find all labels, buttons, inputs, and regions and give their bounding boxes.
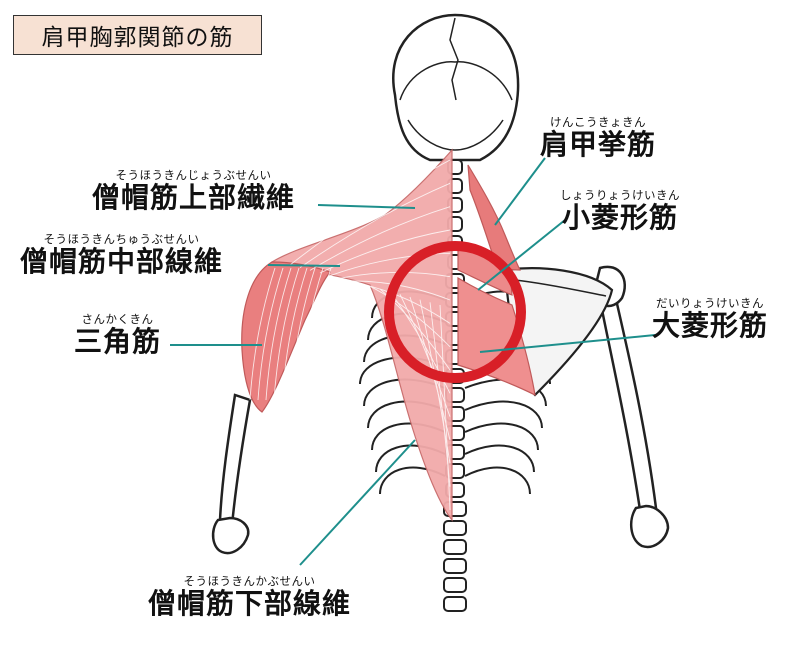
label-rhomboid-major: だいりょうけいきん 大菱形筋 [652, 296, 768, 342]
leader-levator-scapulae [494, 157, 546, 226]
skull [392, 13, 520, 162]
muscle-fibre [273, 267, 300, 401]
arm-bones [211, 265, 670, 555]
label-middle-trapezius: そうほうきんちゅうぶせんい 僧帽筋中部線維 [20, 232, 223, 278]
leader-lines [170, 157, 656, 566]
vertebra [443, 520, 467, 536]
muscle-fibre [349, 280, 451, 301]
text-rhomboid-major: 大菱形筋 [652, 309, 769, 342]
muscle-fibre [249, 267, 276, 401]
levator-scapulae-muscle [467, 164, 521, 271]
rib [464, 422, 539, 451]
ruby-deltoid: さんかくきん [81, 312, 154, 326]
ruby-lower-trapezius: そうほうきんかぶせんい [183, 574, 316, 588]
label-deltoid: さんかくきん 三角筋 [74, 312, 161, 358]
rib [464, 400, 543, 429]
muscle-fibre [339, 272, 451, 279]
label-rhomboid-minor: しょうりょうけいきん 小菱形筋 [560, 188, 680, 234]
muscle-fibre [409, 296, 451, 441]
label-levator-scapulae: けんこうきょきん 肩甲挙筋 [540, 115, 656, 161]
rib [464, 444, 535, 473]
leader-upper-trapezius [317, 204, 416, 209]
muscle-fibre [399, 294, 451, 417]
text-middle-trapezius: 僧帽筋中部線維 [20, 245, 224, 278]
muscle-fibre [299, 182, 451, 269]
muscle-fibre [281, 267, 308, 401]
vertebra [443, 577, 467, 593]
leader-lower-trapezius [299, 439, 416, 566]
label-lower-trapezius: そうほうきんかぶせんい 僧帽筋下部線維 [148, 574, 351, 620]
text-deltoid: 三角筋 [74, 325, 162, 358]
ruby-middle-trapezius: そうほうきんちゅうぶせんい [43, 232, 200, 246]
vertebra [443, 558, 467, 574]
muscle-fibre [329, 252, 451, 277]
highlight-ring [384, 241, 526, 383]
vertebra [443, 539, 467, 555]
ruby-levator-scapulae: けんこうきょきん [550, 115, 646, 129]
muscles [241, 148, 536, 522]
muscle-fibre [289, 267, 316, 401]
vertebra [443, 596, 467, 612]
muscle-fibre [297, 267, 324, 401]
ruby-upper-trapezius: そうほうきんじょうぶせんい [115, 168, 272, 182]
muscle-fibre [265, 267, 292, 401]
label-upper-trapezius: そうほうきんじょうぶせんい 僧帽筋上部繊維 [92, 168, 295, 214]
muscle-fibre [305, 267, 332, 401]
leader-rhomboid-minor [477, 219, 566, 291]
rhomboid-major-muscle [457, 276, 536, 397]
muscle-fibre [309, 206, 451, 271]
muscle-fibre [257, 267, 284, 401]
diagram-title: 肩甲胸郭関節の筋 [13, 15, 262, 55]
rib [464, 466, 531, 495]
text-levator-scapulae: 肩甲挙筋 [540, 128, 657, 161]
leader-rhomboid-major [479, 334, 656, 353]
text-lower-trapezius: 僧帽筋下部線維 [148, 587, 352, 620]
leader-middle-trapezius [267, 264, 341, 267]
muscle-fibre [439, 304, 451, 511]
ruby-rhomboid-minor: しょうりょうけいきん [560, 188, 680, 202]
text-rhomboid-minor: 小菱形筋 [561, 201, 678, 234]
text-upper-trapezius: 僧帽筋上部繊維 [92, 181, 296, 214]
ruby-rhomboid-major: だいりょうけいきん [656, 296, 764, 310]
